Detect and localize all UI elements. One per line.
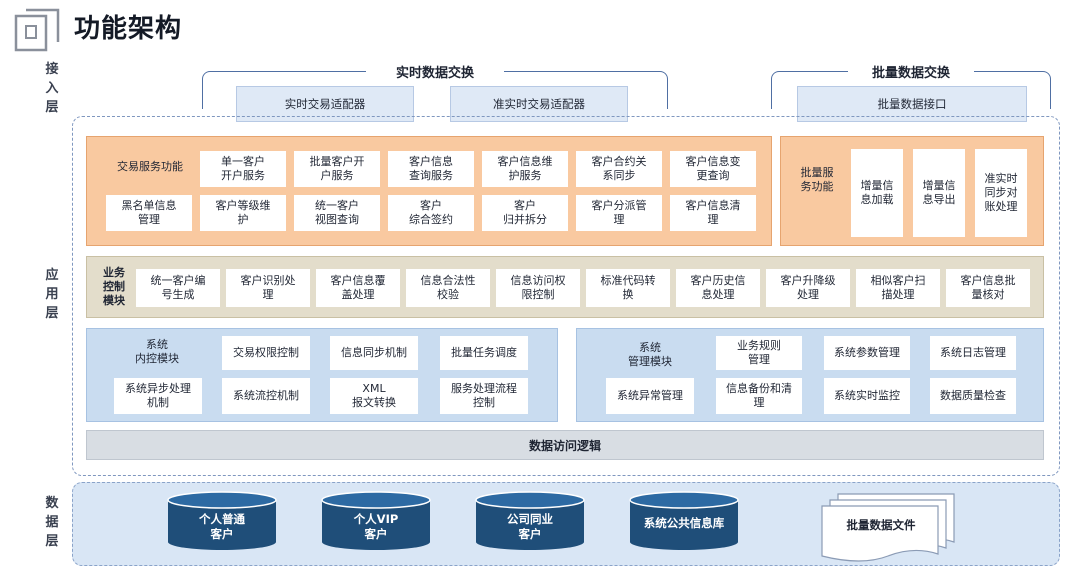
database-cylinder-icon (475, 491, 585, 550)
document-stack-icon (821, 493, 955, 562)
system-management-item[interactable]: 系统实时监控 (824, 378, 910, 414)
datastore-label[interactable]: 个人普通 客户 (199, 512, 245, 541)
trade-service-item[interactable]: 客户 综合签约 (388, 195, 474, 231)
system-control-item[interactable]: 交易权限控制 (222, 336, 310, 370)
system-control-item[interactable]: XML 报文转换 (330, 378, 418, 414)
trade-service-item[interactable]: 统一客户 视图查询 (294, 195, 380, 231)
batch-service-item[interactable]: 增量信 息导出 (913, 149, 965, 237)
data-access-logic-bar[interactable]: 数据访问逻辑 (86, 430, 1044, 460)
business-control-item[interactable]: 标准代码转 换 (586, 269, 670, 307)
business-control-item[interactable]: 客户信息批 量核对 (946, 269, 1030, 307)
system-management-item[interactable]: 系统参数管理 (824, 336, 910, 370)
database-cylinder-icon (167, 491, 277, 550)
system-control-item[interactable]: 系统异步处理 机制 (114, 378, 202, 414)
system-management-item[interactable]: 系统异常管理 (606, 378, 694, 414)
layer-label-app: 应用层 (45, 268, 59, 321)
trade-service-item[interactable]: 黑名单信息 管理 (106, 195, 192, 231)
datastore-label[interactable]: 系统公共信息库 (643, 515, 725, 530)
batch-service-item[interactable]: 增量信 息加载 (851, 149, 903, 237)
trade-service-item[interactable]: 客户信息 查询服务 (388, 151, 474, 187)
trade-service-item[interactable]: 单一客户 开户服务 (200, 151, 286, 187)
business-control-item[interactable]: 信息合法性 校验 (406, 269, 490, 307)
batch-data-file-label[interactable]: 批量数据文件 (846, 518, 916, 532)
business-control-item[interactable]: 客户信息覆 盖处理 (316, 269, 400, 307)
system-management-item[interactable]: 信息备份和清 理 (716, 378, 802, 414)
system-control-item[interactable]: 系统流控机制 (222, 378, 310, 414)
system-internal-control-label: 系统 内控模块 (135, 338, 179, 365)
trade-service-item[interactable]: 客户等级维 护 (200, 195, 286, 231)
trade-service-item[interactable]: 客户信息变 更查询 (670, 151, 756, 187)
layer-label-data: 数据层 (45, 496, 59, 549)
trade-service-item[interactable]: 客户 归并拆分 (482, 195, 568, 231)
batch-service-item[interactable]: 准实时 同步对 账处理 (975, 149, 1027, 237)
trade-service-item[interactable]: 批量客户开 户服务 (294, 151, 380, 187)
trade-services-label: 交易服务功能 (117, 160, 183, 173)
datastore-label[interactable]: 公司同业 客户 (507, 512, 553, 541)
business-control-item[interactable]: 信息访问权 限控制 (496, 269, 580, 307)
datastore-label[interactable]: 个人VIP 客户 (353, 512, 399, 541)
layer-label-access: 接入层 (45, 62, 59, 115)
business-control-item[interactable]: 相似客户扫 描处理 (856, 269, 940, 307)
system-control-item[interactable]: 信息同步机制 (330, 336, 418, 370)
business-control-item[interactable]: 客户升降级 处理 (766, 269, 850, 307)
trade-service-item[interactable]: 客户信息维 护服务 (482, 151, 568, 187)
batch-exchange-label: 批量数据交换 (848, 62, 974, 81)
system-management-label: 系统 管理模块 (628, 341, 672, 368)
system-control-item[interactable]: 批量任务调度 (440, 336, 528, 370)
system-management-item[interactable]: 数据质量检查 (930, 378, 1016, 414)
system-management-item[interactable]: 业务规则 管理 (716, 336, 802, 370)
trade-service-item[interactable]: 客户信息清 理 (670, 195, 756, 231)
system-control-item[interactable]: 服务处理流程 控制 (440, 378, 528, 414)
business-control-item[interactable]: 统一客户编 号生成 (136, 269, 220, 307)
trade-service-item[interactable]: 客户分派管 理 (576, 195, 662, 231)
business-control-item[interactable]: 客户历史信 息处理 (676, 269, 760, 307)
system-management-item[interactable]: 系统日志管理 (930, 336, 1016, 370)
application-layer-container (72, 116, 1060, 476)
database-cylinder-icon (321, 491, 431, 550)
trade-service-item[interactable]: 客户合约关 系同步 (576, 151, 662, 187)
architecture-logo-icon (14, 8, 60, 52)
realtime-exchange-label: 实时数据交换 (366, 62, 504, 81)
database-cylinder-icon (629, 491, 739, 550)
business-control-item[interactable]: 客户识别处 理 (226, 269, 310, 307)
batch-services-label: 批量服 务功能 (800, 166, 834, 193)
page-title: 功能架构 (74, 14, 183, 44)
business-control-label: 业务 控制 模块 (103, 266, 125, 307)
